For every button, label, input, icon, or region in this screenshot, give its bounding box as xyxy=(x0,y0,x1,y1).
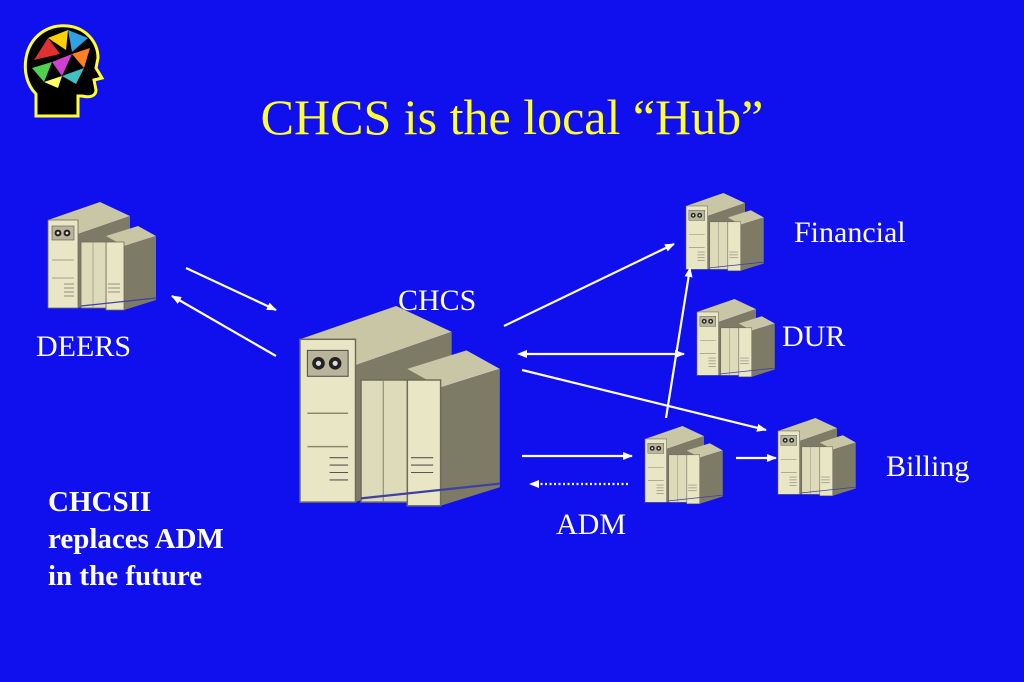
arrow-deers-to-chcs xyxy=(185,267,277,311)
node-label-deers: DEERS xyxy=(36,330,132,363)
footnote-line: replaces ADM xyxy=(48,522,224,555)
server-computer-icon-chcs xyxy=(298,304,501,507)
footnote-line: in the future xyxy=(48,559,203,592)
node-label-financial: Financial xyxy=(794,216,906,249)
node-label-billing: Billing xyxy=(886,450,970,483)
arrow-adm-to-financial xyxy=(664,267,693,419)
footnote: CHCSII replaces ADM in the future xyxy=(48,484,224,594)
arrow-chcs-to-deers xyxy=(171,295,277,357)
server-computer-icon-deers xyxy=(47,201,157,311)
head-profile-logo xyxy=(23,24,105,118)
server-computer-icon-billing xyxy=(777,417,857,497)
arrow-chcs-to-financial xyxy=(503,243,675,327)
footnote-line: CHCSII xyxy=(48,486,152,518)
arrow-chcs-to-billing xyxy=(521,368,767,432)
node-label-adm: ADM xyxy=(556,508,627,541)
server-computer-icon-financial xyxy=(685,192,765,272)
slide-title: CHCS is the local “Hub” xyxy=(260,89,764,145)
node-label-chcs: CHCS xyxy=(398,284,477,317)
server-computer-icon-adm xyxy=(644,425,724,505)
server-computer-icon-dur xyxy=(696,298,776,378)
node-label-dur: DUR xyxy=(782,320,846,353)
